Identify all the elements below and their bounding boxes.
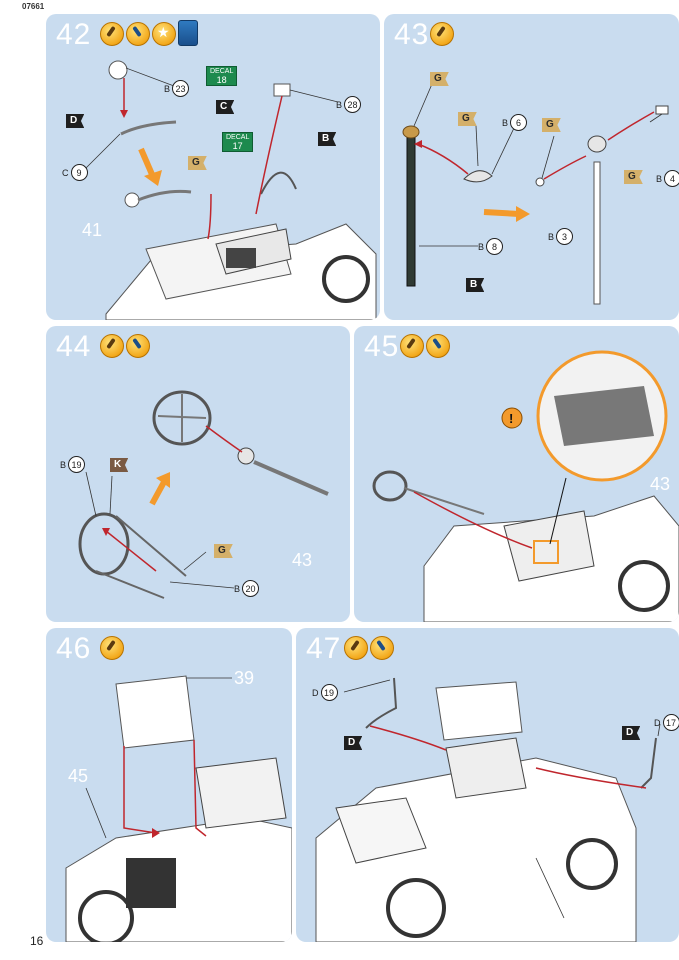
step-45-drawing: ! [372,350,679,622]
glue-icon [100,22,124,46]
paint-flag-g: G [214,544,233,558]
step-46-drawing [65,675,292,942]
paint-brush-icon [370,636,394,660]
paint-brush-icon [426,334,450,358]
glue-icon [400,334,424,358]
step-44-drawing [78,390,329,599]
paint-flag-d: D [66,114,85,128]
paint-flag-g: G [430,72,449,86]
paint-flag-b: B [466,278,485,292]
ref-part-46: 46 [560,918,581,938]
ref-part-43: 43 [292,550,313,570]
glue-icon [100,334,124,358]
svg-text:!: ! [509,411,513,426]
ref-part-41: 41 [82,220,103,240]
step-47-number: 47 [306,632,342,665]
decal-water-icon [178,20,198,46]
step-46-number: 46 [56,632,92,665]
paint-brush-icon [126,334,150,358]
step-47-drawing [315,677,661,942]
paint-flag-g: G [188,156,207,170]
paint-flag-g: G [542,118,561,132]
paint-flag-d: D [622,726,641,740]
ref-part-43: 43 [650,474,671,494]
step-45-number: 45 [364,330,400,363]
star-icon [152,22,176,46]
page-number: 16 [30,934,44,948]
paint-flag-k: K [110,458,129,472]
step-43-drawing [402,83,669,305]
step-42-drawing [83,60,377,320]
glue-icon [344,636,368,660]
paint-flag-g: G [624,170,643,184]
step-46-panel: 46 39 45 [46,628,292,942]
ref-part-45: 45 [68,766,89,786]
paint-flag-c: C [216,100,235,114]
document-code: 07661 [22,2,45,11]
step-45-panel: ! 45 43 [354,326,679,622]
paint-flag-d: D [344,736,363,750]
ref-part-39: 39 [234,668,255,688]
paint-brush-icon [126,22,150,46]
glue-icon [430,22,454,46]
step-44-number: 44 [56,330,92,363]
paint-flag-b: B [318,132,337,146]
step-42-number: 42 [56,18,92,51]
step-43-number: 43 [394,18,430,51]
paint-flag-g: G [458,112,477,126]
glue-icon [100,636,124,660]
